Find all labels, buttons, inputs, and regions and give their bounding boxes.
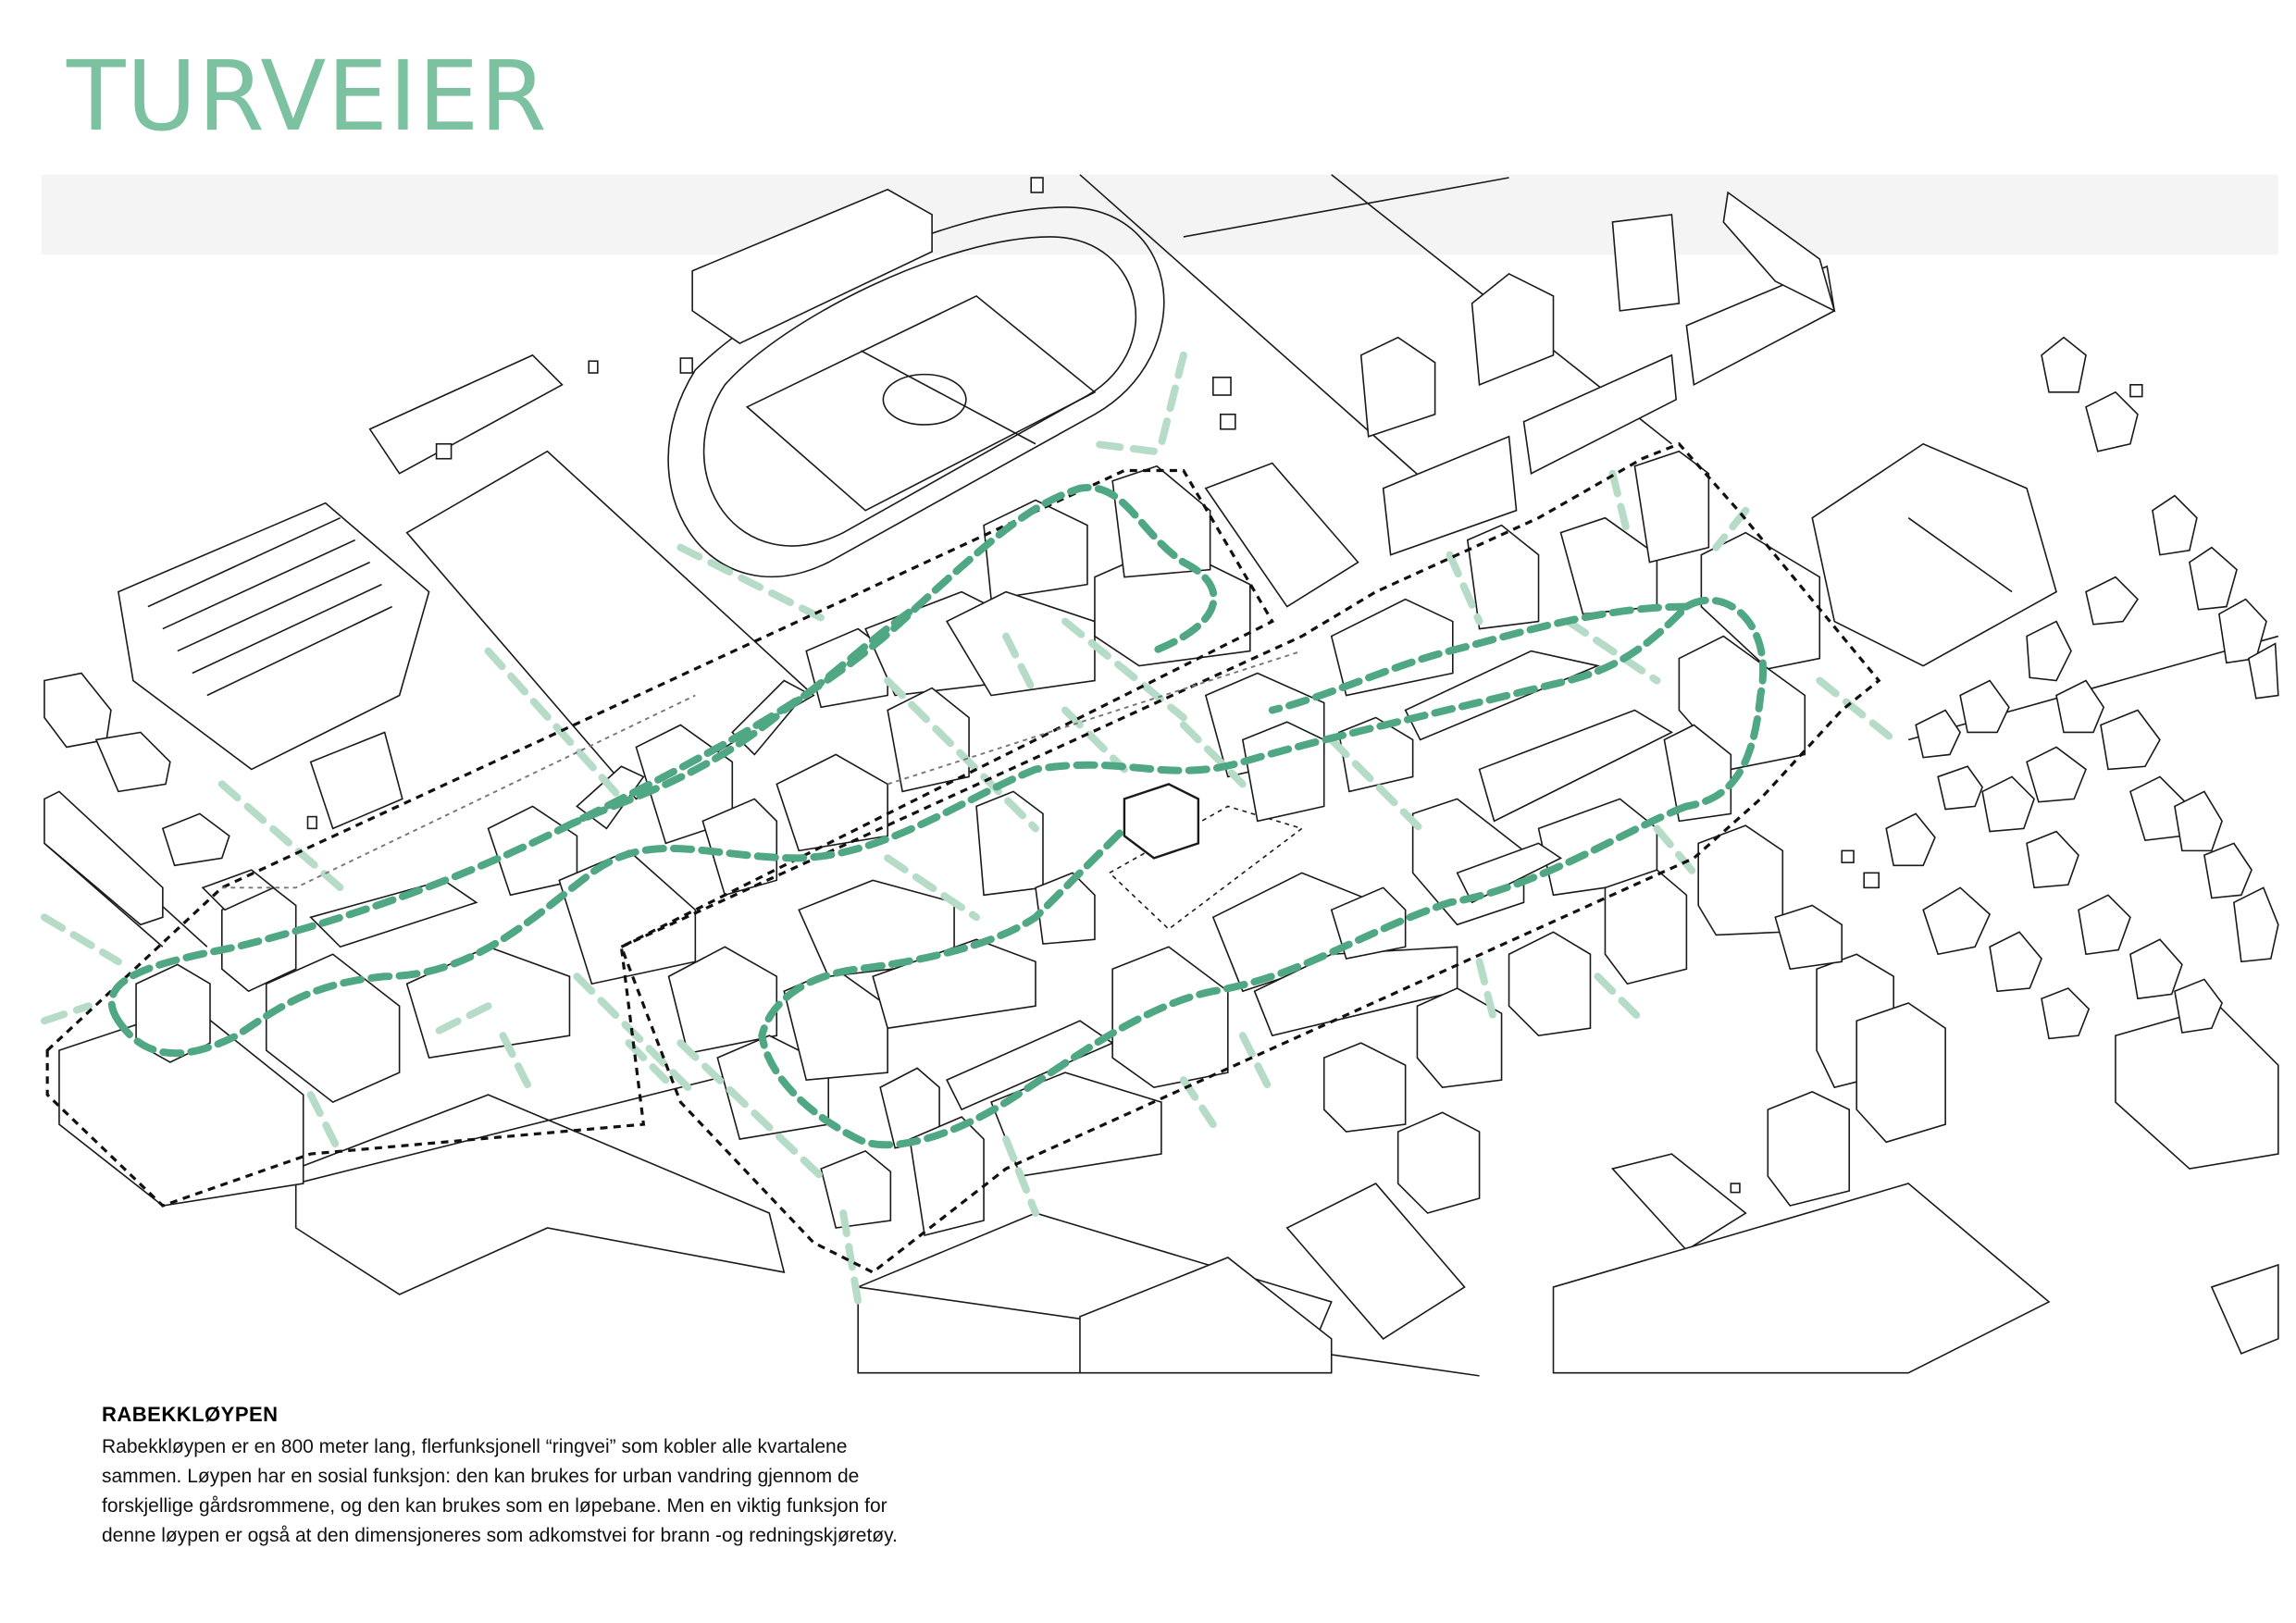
caption-heading: RABEKKLØYPEN	[102, 1403, 279, 1426]
small-structures	[306, 177, 2143, 1194]
site-boundary	[45, 441, 1881, 1274]
caption-line: denne løypen er også at den dimensjonere…	[102, 1525, 898, 1546]
caption-line: sammen. Løypen har en sosial funksjon: d…	[102, 1466, 860, 1487]
caption-line: forskjellige gårdsrommene, og den kan br…	[102, 1495, 887, 1517]
main-trail	[107, 483, 1768, 1149]
caption-line: Rabekkløypen er en 800 meter lang, flerf…	[102, 1436, 848, 1457]
top-band	[41, 174, 2278, 255]
villa-houses	[1885, 336, 2279, 1040]
caption: RABEKKLØYPEN Rabekkløypen er en 800 mete…	[102, 1403, 1083, 1551]
page-title: TURVEIER	[67, 40, 548, 153]
caption-body: Rabekkløypen er en 800 meter lang, flerf…	[102, 1432, 1083, 1551]
context-buildings	[58, 188, 2279, 1374]
